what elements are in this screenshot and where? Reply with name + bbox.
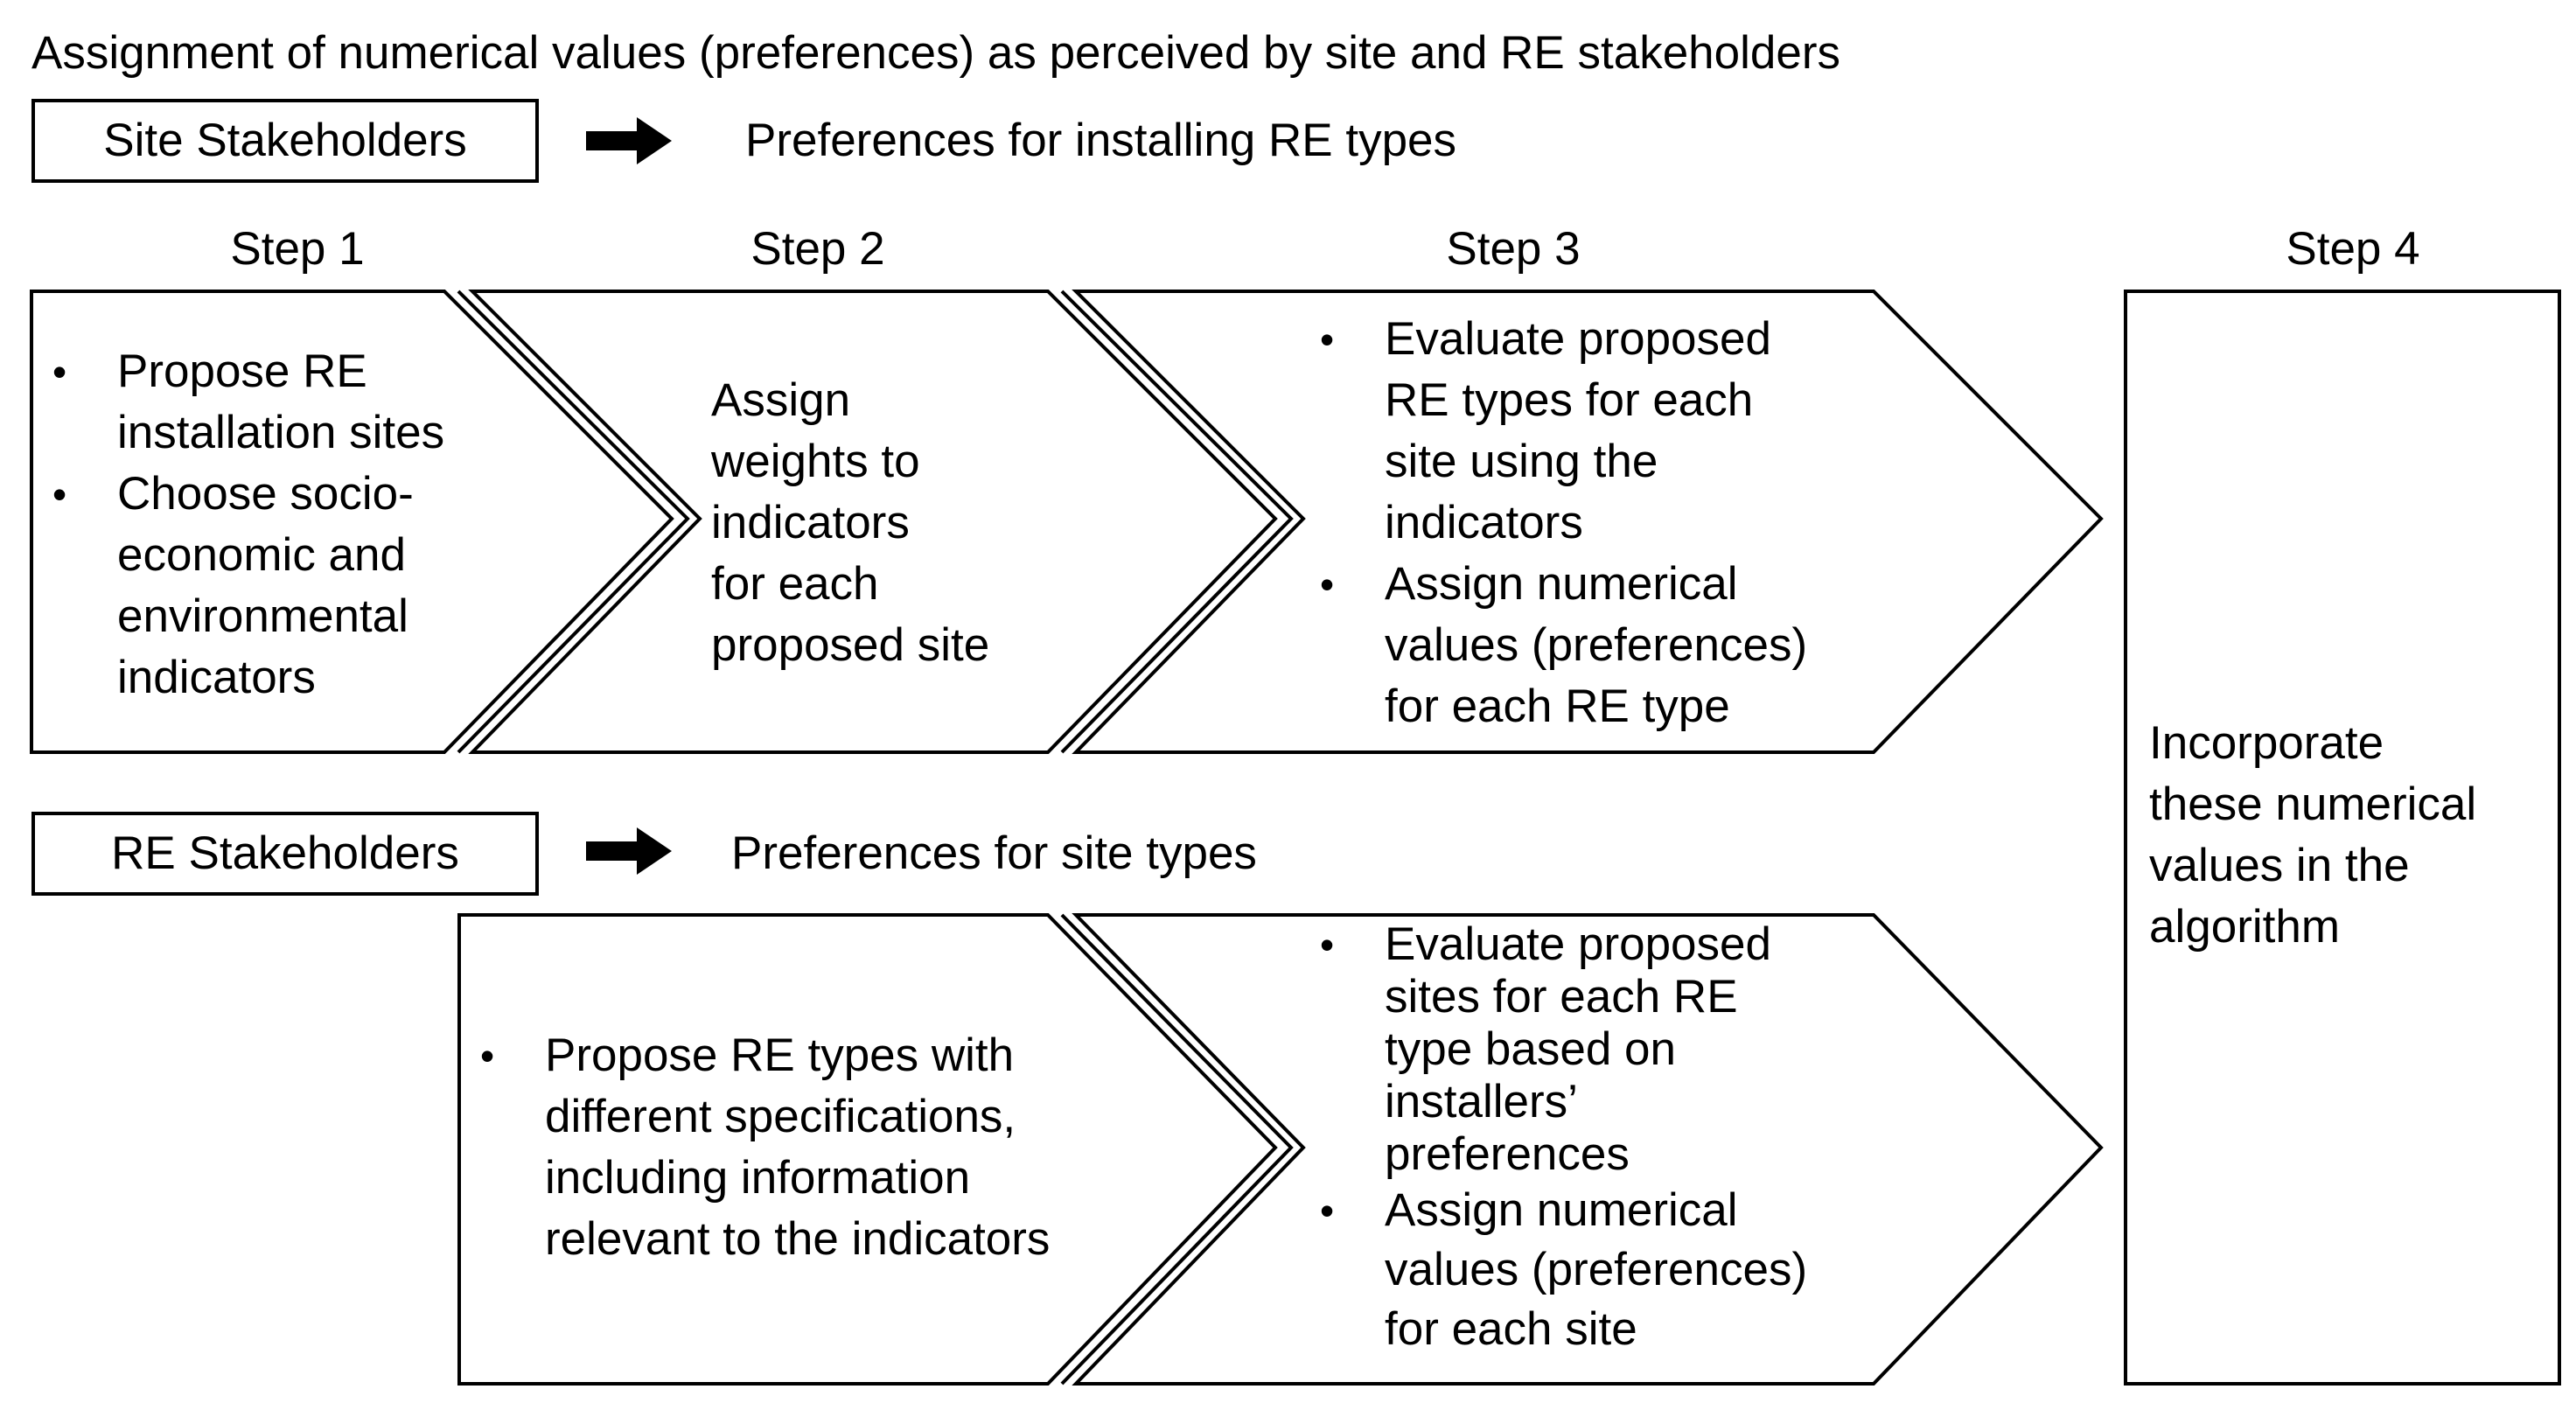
right-arrow-icon <box>586 827 672 875</box>
site-step3-list: Evaluate proposed RE types for each site… <box>1299 309 1807 737</box>
site-step3-bullet-1: Evaluate proposed RE types for each site… <box>1299 309 1807 554</box>
step3-header: Step 3 <box>1446 223 1581 275</box>
re-stakeholders-label: RE Stakeholders <box>111 827 459 879</box>
site-step3-bullet-2: Assign numerical values (preferences) fo… <box>1299 554 1807 737</box>
site-step1-bullet-1: Propose RE installation sites <box>31 341 444 464</box>
step2-header: Step 2 <box>750 223 885 275</box>
re-step2-bullet-1: Propose RE types with different specific… <box>459 1025 1050 1270</box>
site-step2-text: Assign weights to indicators for each pr… <box>711 374 990 671</box>
re-step2-list: Propose RE types with different specific… <box>459 1025 1050 1270</box>
re-step2-double-line <box>1060 913 1294 1386</box>
site-step1-double-line <box>457 290 690 754</box>
site-stakeholders-label: Site Stakeholders <box>103 115 467 166</box>
step1-header: Step 1 <box>230 223 365 275</box>
re-step3-list: Evaluate proposed sites for each RE type… <box>1299 918 1807 1359</box>
site-step2-double-line <box>1060 290 1294 754</box>
step4-box <box>2124 290 2561 1386</box>
site-step1-bullet-2: Choose socio- economic and environmental… <box>31 464 444 708</box>
step4-header: Step 4 <box>2286 223 2420 275</box>
site-step1-list: Propose RE installation sites Choose soc… <box>31 341 444 708</box>
re-step3-bullet-2: Assign numerical values (preferences) fo… <box>1299 1181 1807 1359</box>
diagram-title: Assignment of numerical values (preferen… <box>31 27 1841 79</box>
re-step3-bullet-1: Evaluate proposed sites for each RE type… <box>1299 918 1807 1181</box>
re-outcome-label: Preferences for site types <box>731 827 1257 879</box>
step4-text: Incorporate these numerical values in th… <box>2149 717 2477 953</box>
right-arrow-icon <box>586 117 672 164</box>
re-stakeholders-box: RE Stakeholders <box>31 812 539 896</box>
site-outcome-label: Preferences for installing RE types <box>745 115 1457 166</box>
re-step2-chevron <box>457 913 1278 1386</box>
site-step2-chevron <box>468 290 1278 754</box>
site-stakeholders-box: Site Stakeholders <box>31 99 539 183</box>
